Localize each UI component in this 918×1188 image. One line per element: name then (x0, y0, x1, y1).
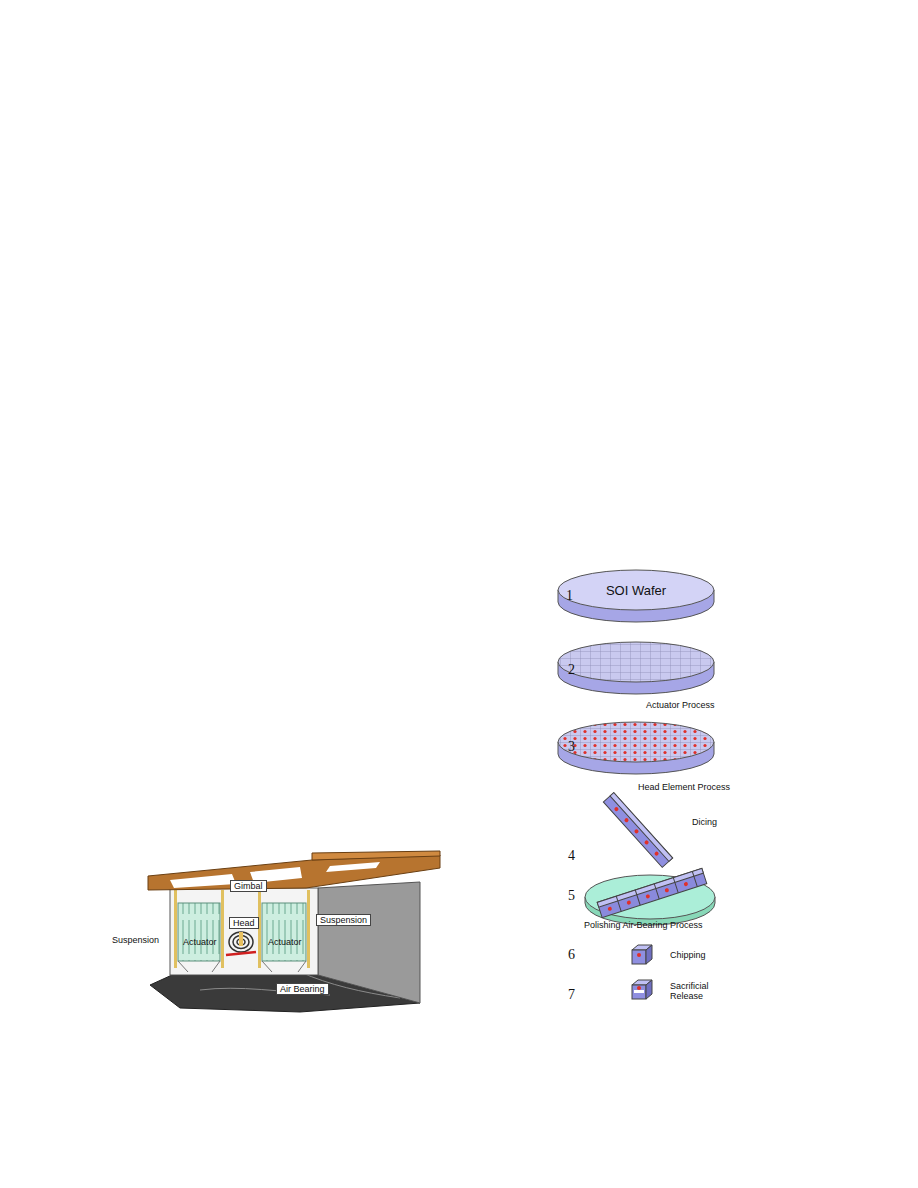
wafer-label: SOI Wafer (603, 583, 670, 598)
slider-illustration (148, 851, 440, 1012)
step-label: Dicing (692, 817, 717, 827)
step-number: 2 (568, 662, 575, 678)
part-label: Air Bearing (276, 983, 329, 995)
step-label: Head Element Process (638, 782, 730, 792)
part-label: Actuator (268, 937, 302, 947)
step-label: Chipping (670, 950, 706, 960)
step-number: 1 (566, 588, 573, 604)
step-label: Polishing Air-Bearing Process (584, 920, 703, 930)
step-label: Actuator Process (646, 700, 715, 710)
step-number: 7 (568, 987, 575, 1003)
step-label: Sacrificial Release (670, 981, 722, 1002)
part-label: Gimbal (230, 880, 267, 892)
step-number: 6 (568, 947, 575, 963)
step-number: 4 (568, 848, 575, 864)
head-coil (226, 932, 256, 955)
part-label: Head (229, 917, 259, 929)
part-label: Suspension (316, 914, 371, 926)
node-text: SOI Wafer (603, 583, 670, 598)
step-number: 5 (568, 888, 575, 904)
part-label: Actuator (183, 937, 217, 947)
step-number: 3 (568, 739, 575, 755)
part-label: Suspension (112, 935, 159, 945)
